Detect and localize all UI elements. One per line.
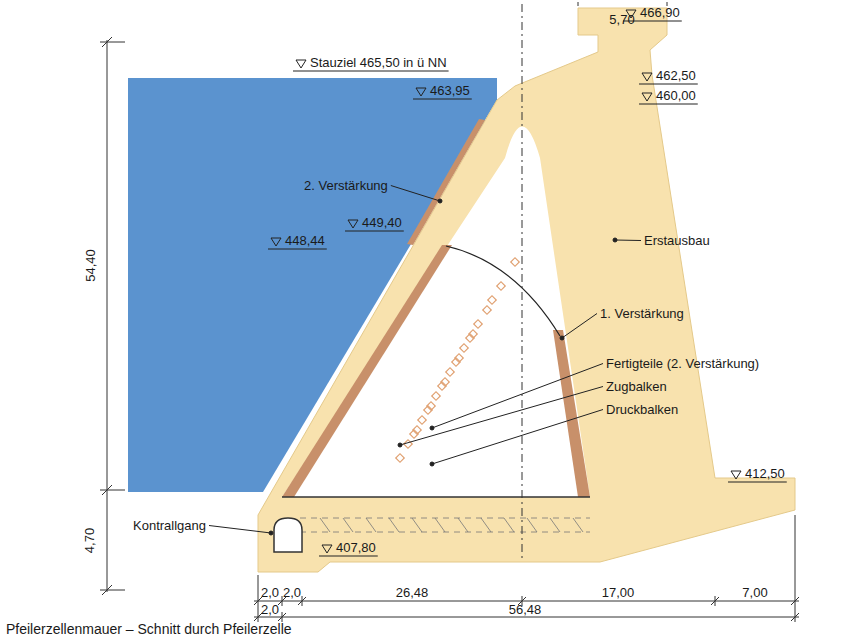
level-triangle bbox=[296, 60, 306, 68]
caption: Pfeilerzellenmauer – Schnitt durch Pfeil… bbox=[6, 621, 292, 638]
precast-part bbox=[424, 406, 432, 414]
leader-dot bbox=[560, 336, 564, 340]
center-line bbox=[522, 4, 523, 560]
level-label: 466,90 bbox=[640, 5, 680, 20]
precast-part bbox=[511, 258, 519, 266]
foundation-dashes bbox=[300, 518, 590, 532]
level-triangle bbox=[642, 73, 652, 81]
precast-part bbox=[466, 334, 474, 342]
level-triangle bbox=[416, 88, 426, 96]
drain-stroke bbox=[435, 518, 445, 532]
dimension-lines bbox=[100, 2, 799, 622]
boundary-line bbox=[446, 246, 560, 336]
part-label: Druckbalken bbox=[606, 402, 678, 417]
drain-stroke bbox=[343, 518, 353, 532]
precast-part bbox=[488, 296, 496, 304]
dimension-label: 2,0 bbox=[283, 585, 301, 600]
level-label: 449,40 bbox=[362, 215, 402, 230]
dimension-label: 17,00 bbox=[602, 585, 635, 600]
leader-lines bbox=[209, 186, 641, 536]
precast-part bbox=[396, 454, 404, 462]
leader-line bbox=[615, 240, 641, 242]
drain-stroke bbox=[573, 518, 583, 532]
dimension-label: 26,48 bbox=[396, 585, 429, 600]
cell-floor bbox=[282, 496, 590, 498]
drain-stroke bbox=[481, 518, 491, 532]
level-label: 463,95 bbox=[430, 83, 470, 98]
level-label: 407,80 bbox=[336, 540, 376, 555]
level-label: 462,50 bbox=[656, 68, 696, 83]
dam-body bbox=[258, 8, 795, 572]
drain-stroke bbox=[458, 518, 468, 532]
precast-part bbox=[410, 430, 418, 438]
control-gallery bbox=[274, 518, 302, 552]
level-label: 460,00 bbox=[656, 88, 696, 103]
leader-dot bbox=[613, 238, 617, 242]
level-triangle bbox=[348, 220, 358, 228]
level-line bbox=[639, 84, 698, 85]
drain-stroke bbox=[389, 518, 399, 532]
level-triangle bbox=[731, 471, 741, 479]
dimension-label: 56,48 bbox=[509, 602, 542, 617]
part-label: Erstausbau bbox=[644, 233, 710, 248]
level-markers bbox=[268, 10, 787, 556]
level-line bbox=[413, 99, 472, 100]
level-triangle bbox=[642, 93, 652, 101]
leader-line bbox=[391, 186, 440, 202]
level-line bbox=[293, 71, 449, 72]
part-label: Fertigteile (2. Verstärkung) bbox=[606, 356, 759, 371]
pillar-cell bbox=[282, 127, 590, 498]
dimension-label: 2,0 bbox=[261, 602, 279, 617]
precast-part bbox=[474, 320, 482, 328]
drain-strokes bbox=[320, 518, 583, 532]
precast-part bbox=[460, 344, 468, 352]
level-triangle bbox=[322, 545, 332, 553]
drain-stroke bbox=[527, 518, 537, 532]
part-label: Kontrallgang bbox=[133, 518, 206, 533]
level-label: Stauziel 465,50 in ü NN bbox=[310, 55, 447, 70]
dimension-label: 2,0 bbox=[261, 585, 279, 600]
drain-stroke bbox=[320, 518, 330, 532]
precast-part bbox=[438, 382, 446, 390]
dimension-label: 4,70 bbox=[83, 527, 98, 552]
level-line bbox=[728, 482, 787, 483]
precast-parts bbox=[396, 258, 519, 462]
level-line bbox=[639, 104, 698, 105]
leader-dot bbox=[430, 426, 434, 430]
dimension-label: 54,40 bbox=[82, 249, 97, 282]
precast-part bbox=[452, 358, 460, 366]
leader-line bbox=[432, 410, 603, 465]
level-label: 448,44 bbox=[285, 233, 325, 248]
part-label: 1. Verstärkung bbox=[600, 306, 684, 321]
part-label: Zugbalken bbox=[606, 379, 667, 394]
precast-part bbox=[418, 416, 426, 424]
drain-stroke bbox=[366, 518, 376, 532]
part-label: 2. Verstärkung bbox=[304, 178, 388, 193]
leader-dot bbox=[269, 531, 273, 535]
level-line bbox=[345, 231, 404, 232]
drain-stroke bbox=[412, 518, 422, 532]
leader-line bbox=[209, 526, 271, 534]
level-label: 412,50 bbox=[745, 466, 785, 481]
reinforcement-strip bbox=[553, 330, 590, 497]
precast-part bbox=[483, 306, 491, 314]
precast-part bbox=[432, 392, 440, 400]
level-line bbox=[319, 556, 378, 557]
reinforcement-strip bbox=[282, 245, 452, 497]
leader-dot bbox=[438, 199, 442, 203]
dimension-label: 7,00 bbox=[742, 585, 767, 600]
dimension-label: 5,70 bbox=[609, 12, 634, 27]
level-line bbox=[268, 249, 327, 250]
leader-line bbox=[432, 364, 603, 429]
leader-line bbox=[400, 387, 603, 446]
level-triangle bbox=[271, 238, 281, 246]
leader-dot bbox=[398, 443, 402, 447]
precast-part bbox=[497, 282, 505, 290]
drain-stroke bbox=[504, 518, 514, 532]
drain-stroke bbox=[550, 518, 560, 532]
leader-dot bbox=[430, 462, 434, 466]
precast-part bbox=[446, 368, 454, 376]
leader-line bbox=[562, 314, 597, 339]
